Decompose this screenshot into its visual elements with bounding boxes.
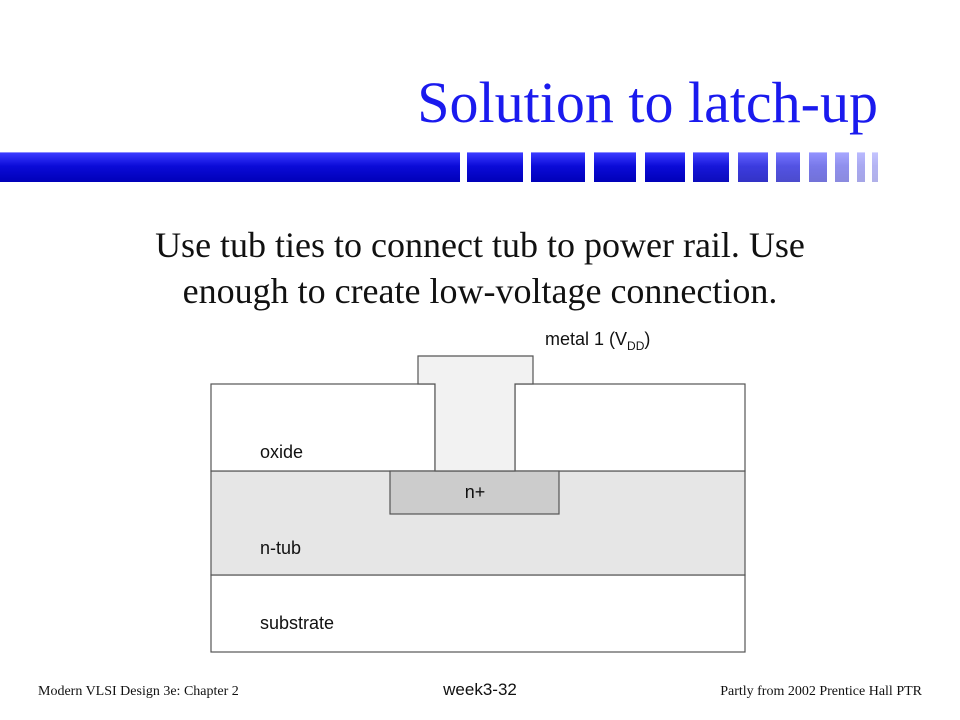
bar-segment bbox=[738, 152, 768, 182]
bar-segment bbox=[776, 152, 800, 182]
n-plus-label: n+ bbox=[465, 482, 486, 502]
oxide-label: oxide bbox=[260, 442, 303, 462]
metal1-label: metal 1 (VDD) bbox=[545, 329, 650, 353]
bar-segment bbox=[531, 152, 585, 182]
footer-right: Partly from 2002 Prentice Hall PTR bbox=[720, 684, 922, 699]
bar-segment bbox=[0, 152, 460, 182]
bar-segment bbox=[835, 152, 849, 182]
footer-left: Modern VLSI Design 3e: Chapter 2 bbox=[38, 684, 239, 699]
bar-segment bbox=[594, 152, 636, 182]
n-plus-diffusion bbox=[389, 470, 560, 515]
bar-segment bbox=[693, 152, 729, 182]
footer-center: week3-32 bbox=[443, 680, 517, 699]
oxide-layer-right bbox=[514, 383, 746, 472]
body-line-1: Use tub ties to connect tub to power rai… bbox=[155, 225, 805, 265]
oxide-layer-left bbox=[210, 383, 436, 472]
bar-segment bbox=[809, 152, 827, 182]
n-tub-label: n-tub bbox=[260, 538, 301, 558]
substrate-label: substrate bbox=[260, 613, 334, 633]
body-line-2: enough to create low-voltage connection. bbox=[182, 271, 778, 311]
slide-title: Solution to latch-up bbox=[417, 70, 878, 135]
body-text: Use tub ties to connect tub to power rai… bbox=[40, 222, 920, 314]
bar-segment bbox=[645, 152, 685, 182]
bar-segment bbox=[467, 152, 523, 182]
bar-segment bbox=[872, 152, 878, 182]
metal1-contact bbox=[417, 355, 534, 472]
title-decoration-bar bbox=[0, 152, 960, 182]
bar-segment bbox=[857, 152, 865, 182]
